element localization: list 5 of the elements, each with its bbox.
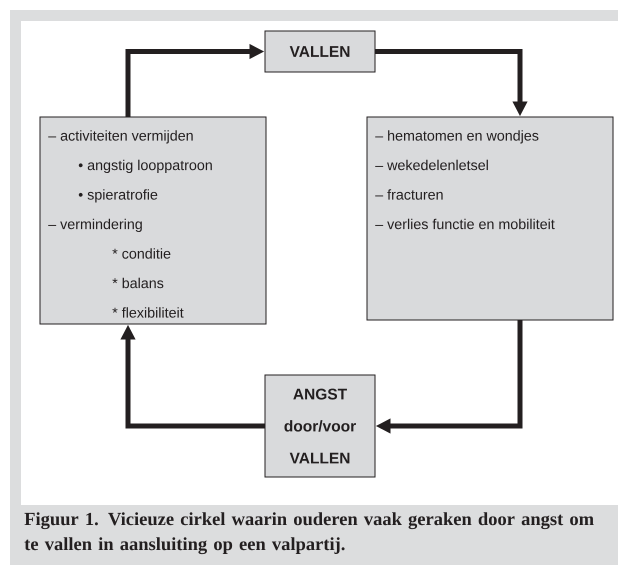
process-box: VALLEN [264, 30, 376, 72]
process-box: – activiteiten vermijden • angstig looppatroon • spieratrofie – vermindering * conditie * balans * flexibiliteit [40, 116, 266, 324]
figure-caption: Figuur 1. Vicieuze cirkel waarin ouderen vaak geraken door angst om te vallen in aansluiting op een valpartij. [24, 512, 594, 554]
process-box: ANGST door/voor VALLEN [264, 374, 376, 478]
process-box: – hematomen en wondjes – wekedelenletsel – fracturen – verlies functie en mobiliteit [366, 116, 614, 320]
